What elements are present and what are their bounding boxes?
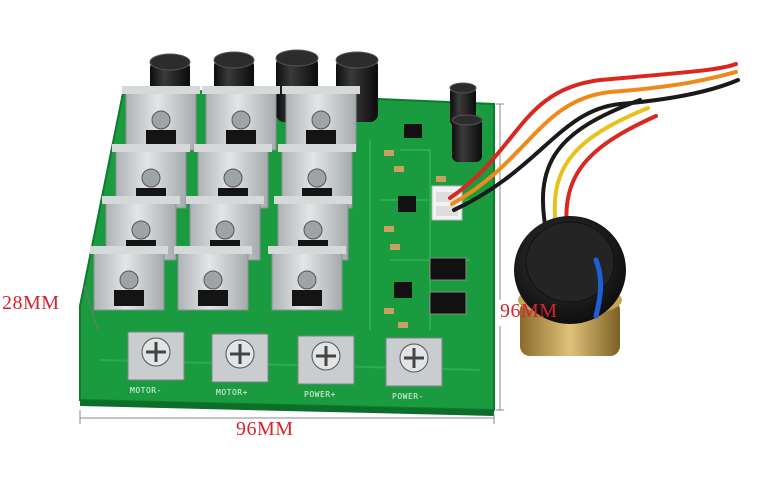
screw-slot [404, 348, 424, 368]
mosfet [292, 290, 322, 306]
thickness-dimension-line [83, 285, 99, 331]
width-dimension-line [79, 410, 495, 424]
heatsink-fin [174, 246, 252, 254]
screw-slot [230, 344, 250, 364]
heatsink-screw [223, 168, 243, 188]
screw-terminals [127, 331, 443, 387]
heatsink-fin [102, 196, 180, 204]
heatsink-screw [151, 110, 171, 130]
height-label: 96MM [500, 300, 558, 322]
terminal-label-motor-minus: MOTOR- [130, 386, 162, 395]
mosfet [226, 130, 256, 146]
heatsink-grid [90, 86, 360, 311]
heatsink-screw [215, 220, 235, 240]
thickness-label: 28MM [2, 292, 60, 314]
potentiometer-wires [448, 62, 740, 242]
heatsink-fin [278, 144, 356, 152]
mosfet [146, 130, 176, 146]
heatsink-screw [231, 110, 251, 130]
heatsink-screw [297, 270, 317, 290]
heatsink-screw [141, 168, 161, 188]
potentiometer-knob [514, 216, 626, 356]
heatsink-fin [282, 86, 360, 94]
heatsink-fin [90, 246, 168, 254]
mosfet [198, 290, 228, 306]
heatsink-fin [122, 86, 200, 94]
heatsink-fin [268, 246, 346, 254]
heatsink-fin [112, 144, 190, 152]
terminal-label-power-minus: POWER- [392, 392, 424, 401]
heatsink-screw [119, 270, 139, 290]
heatsink-screw [307, 168, 327, 188]
screw-slot [146, 342, 166, 362]
heatsink-screw [131, 220, 151, 240]
screw-slot [316, 346, 336, 366]
pcb-edge [80, 400, 494, 416]
heatsink-screw [203, 270, 223, 290]
mosfet [306, 130, 336, 146]
terminal-label-motor-plus: MOTOR+ [216, 388, 248, 397]
smd-components [384, 124, 467, 328]
heatsink-fin [194, 144, 272, 152]
height-dimension-line [496, 103, 504, 411]
mosfet [114, 290, 144, 306]
width-label: 96MM [236, 418, 294, 440]
heatsink-screw [311, 110, 331, 130]
terminal-label-power-plus: POWER+ [304, 390, 336, 399]
heatsink-fin [202, 86, 280, 94]
heatsink-fin [186, 196, 264, 204]
heatsink-fin [274, 196, 352, 204]
heatsink-screw [303, 220, 323, 240]
